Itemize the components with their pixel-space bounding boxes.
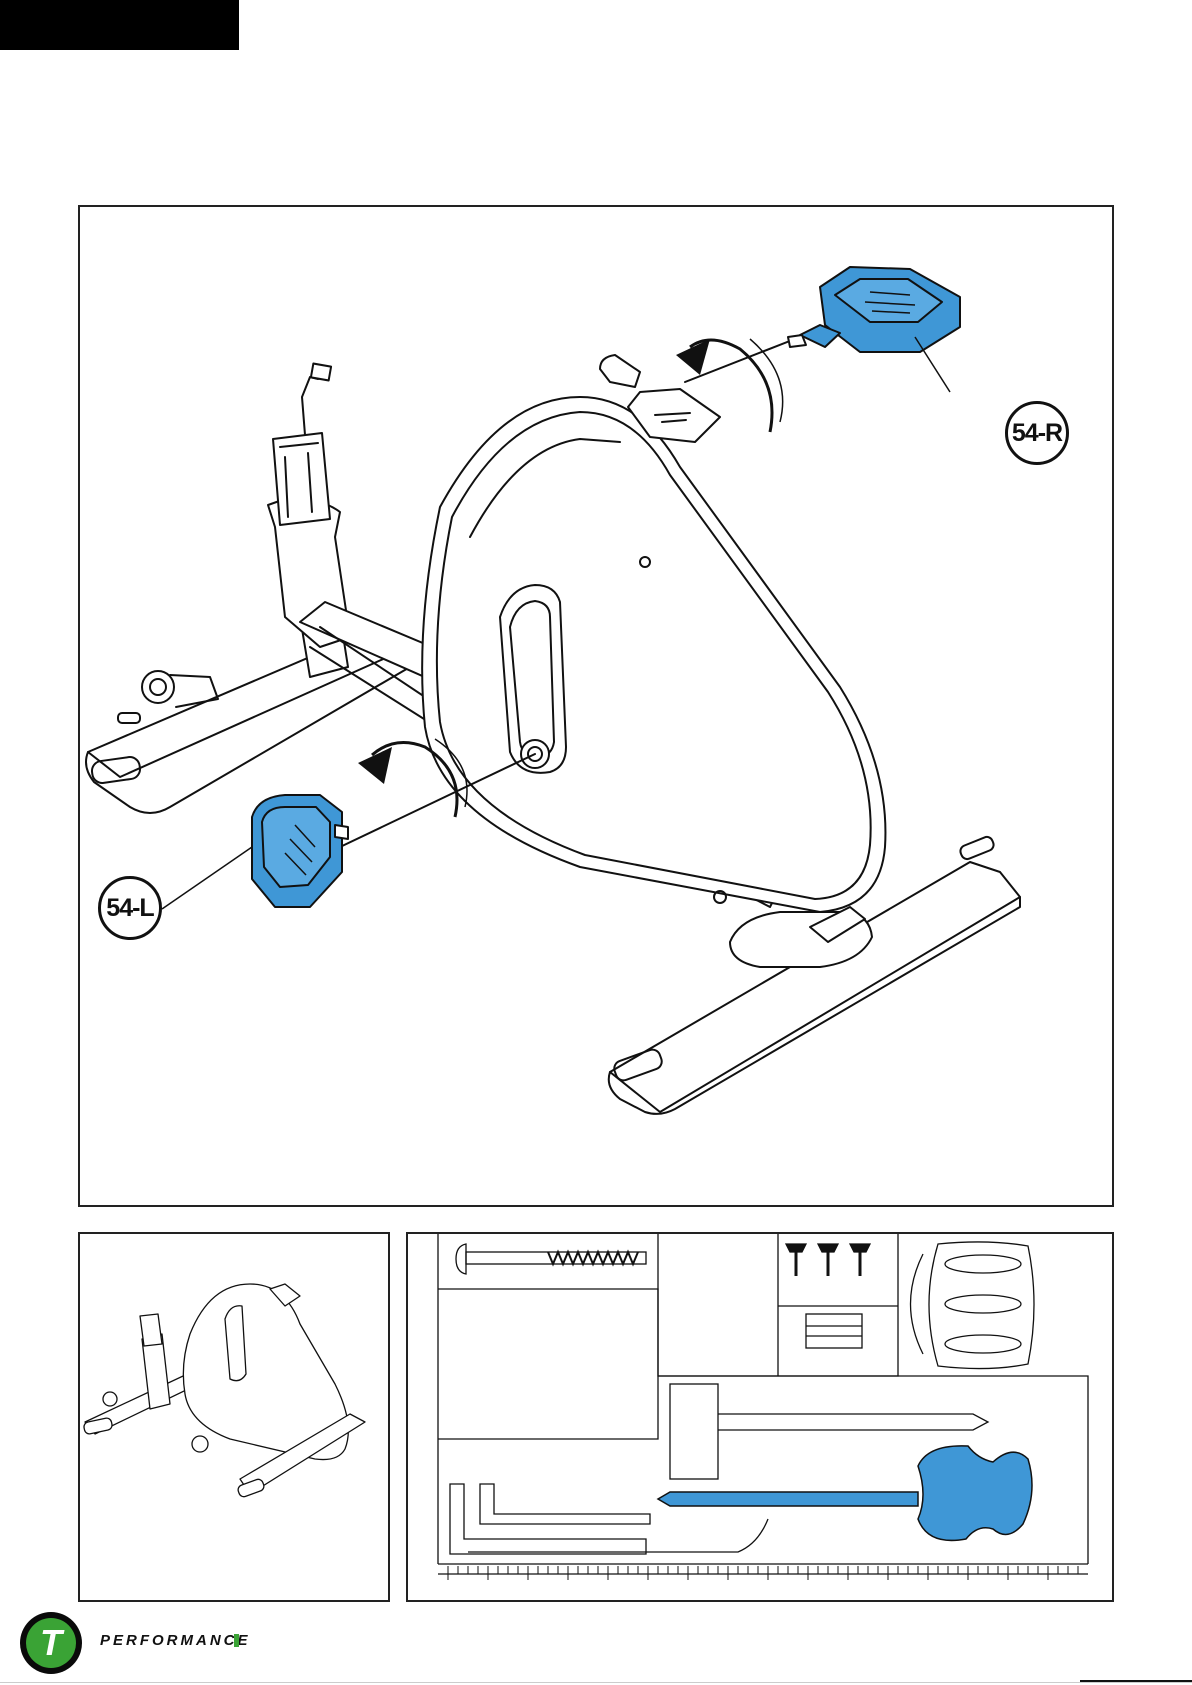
bottom-rule xyxy=(0,1682,1192,1683)
hardware-tools-panel xyxy=(406,1232,1114,1602)
overview-thumbnail-panel xyxy=(78,1232,390,1602)
hardware-tools-drawing xyxy=(408,1234,1112,1600)
header-black-bar xyxy=(0,0,239,50)
bottom-rule-accent xyxy=(1080,1680,1192,1682)
main-illustration-panel: 54-R 54-L xyxy=(78,205,1114,1207)
bike-pedal-assembly-drawing xyxy=(80,207,1112,1205)
footer-branding: T PERFORMANCE xyxy=(20,1612,420,1676)
callout-54-r: 54-R xyxy=(1005,401,1069,465)
callout-54-l: 54-L xyxy=(98,876,162,940)
brand-name: PERFORMANCE xyxy=(100,1632,251,1649)
brand-accent-mark xyxy=(234,1634,239,1647)
bike-overview-drawing xyxy=(80,1234,388,1600)
logo-letter: T xyxy=(34,1624,68,1662)
brand-logo-icon: T xyxy=(20,1612,82,1674)
